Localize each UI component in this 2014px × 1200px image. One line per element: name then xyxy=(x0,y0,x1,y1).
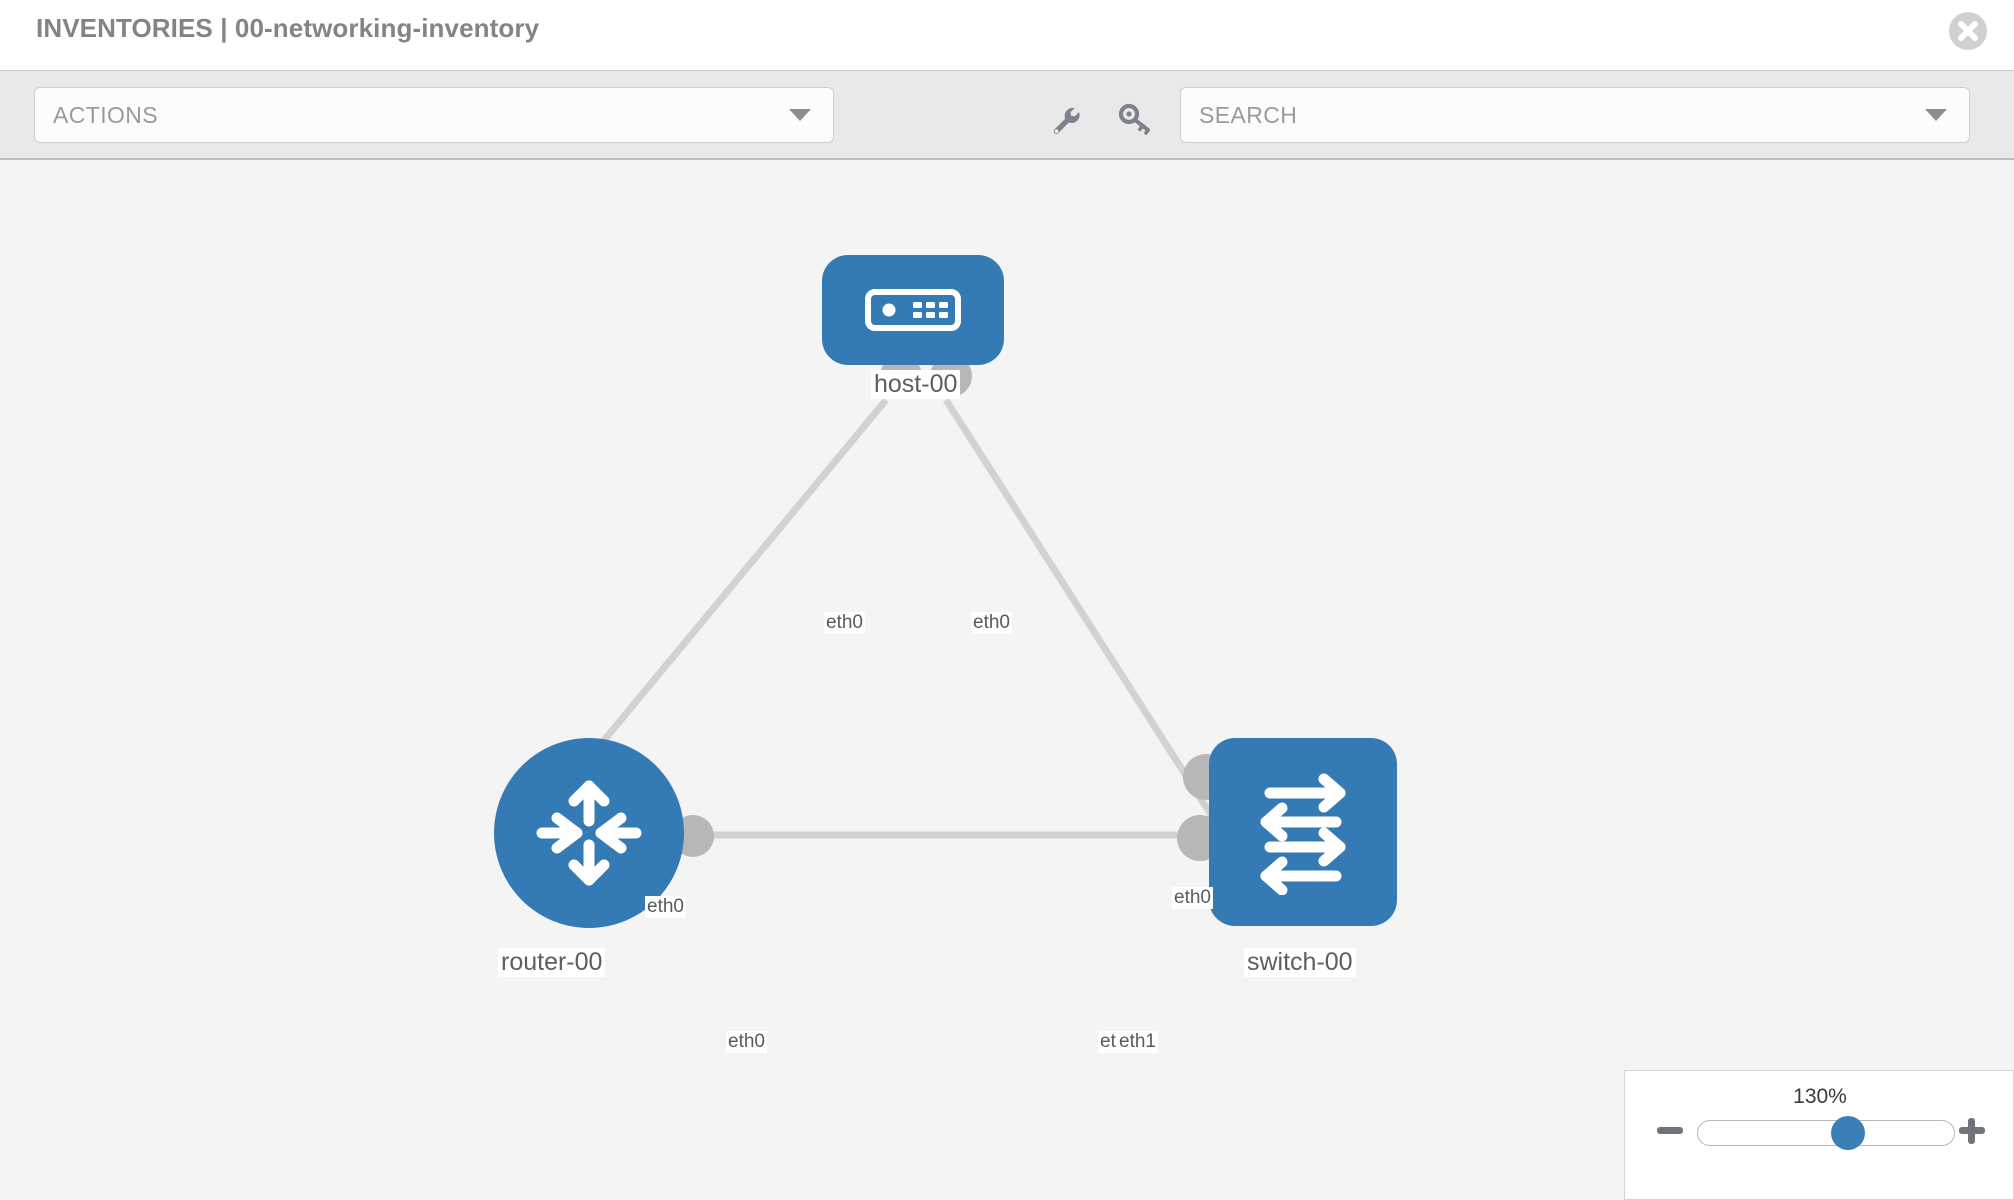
page-title: INVENTORIES | 00-networking-inventory xyxy=(36,13,540,43)
interface-label: eth0 xyxy=(1172,887,1213,909)
zoom-out-button[interactable] xyxy=(1655,1116,1685,1152)
node-label-router: router-00 xyxy=(498,948,606,977)
zoom-controls: 130% xyxy=(1624,1070,2014,1200)
router-arrows-icon xyxy=(536,780,642,886)
link-host-switch xyxy=(943,398,1225,834)
zoom-in-button[interactable] xyxy=(1957,1116,1987,1152)
interface-label: eth0 xyxy=(726,1031,767,1053)
server-icon xyxy=(865,289,961,331)
interface-label: eth0 xyxy=(971,612,1012,634)
host-node-shape[interactable] xyxy=(822,255,1004,365)
actions-dropdown[interactable]: ACTIONS xyxy=(34,87,834,143)
chevron-down-icon xyxy=(1925,109,1947,121)
node-label-switch: switch-00 xyxy=(1244,948,1356,977)
search-placeholder: SEARCH xyxy=(1199,101,1298,128)
close-icon[interactable] xyxy=(1949,12,1987,50)
zoom-level-label: 130% xyxy=(1793,1085,1847,1108)
interface-label: eth1 xyxy=(1117,1031,1158,1053)
page-header: INVENTORIES | 00-networking-inventory xyxy=(0,0,2014,70)
topology-links xyxy=(525,397,1225,839)
zoom-slider-thumb[interactable] xyxy=(1831,1116,1866,1150)
interface-label: eth0 xyxy=(824,612,865,634)
topology-canvas[interactable]: host-00 route xyxy=(0,160,2014,1200)
node-label-host: host-00 xyxy=(871,370,961,399)
zoom-slider[interactable] xyxy=(1697,1116,1955,1150)
switch-node-shape[interactable] xyxy=(1209,738,1397,926)
wrench-icon[interactable] xyxy=(1045,99,1085,139)
switch-arrows-icon xyxy=(1260,773,1346,895)
interface-label: eth0 xyxy=(645,896,686,918)
key-icon[interactable] xyxy=(1115,99,1155,139)
chevron-down-icon xyxy=(789,109,811,121)
actions-dropdown-label: ACTIONS xyxy=(53,101,159,128)
toolbar: ACTIONS SEARCH xyxy=(0,70,2014,160)
search-input[interactable]: SEARCH xyxy=(1180,87,1970,143)
